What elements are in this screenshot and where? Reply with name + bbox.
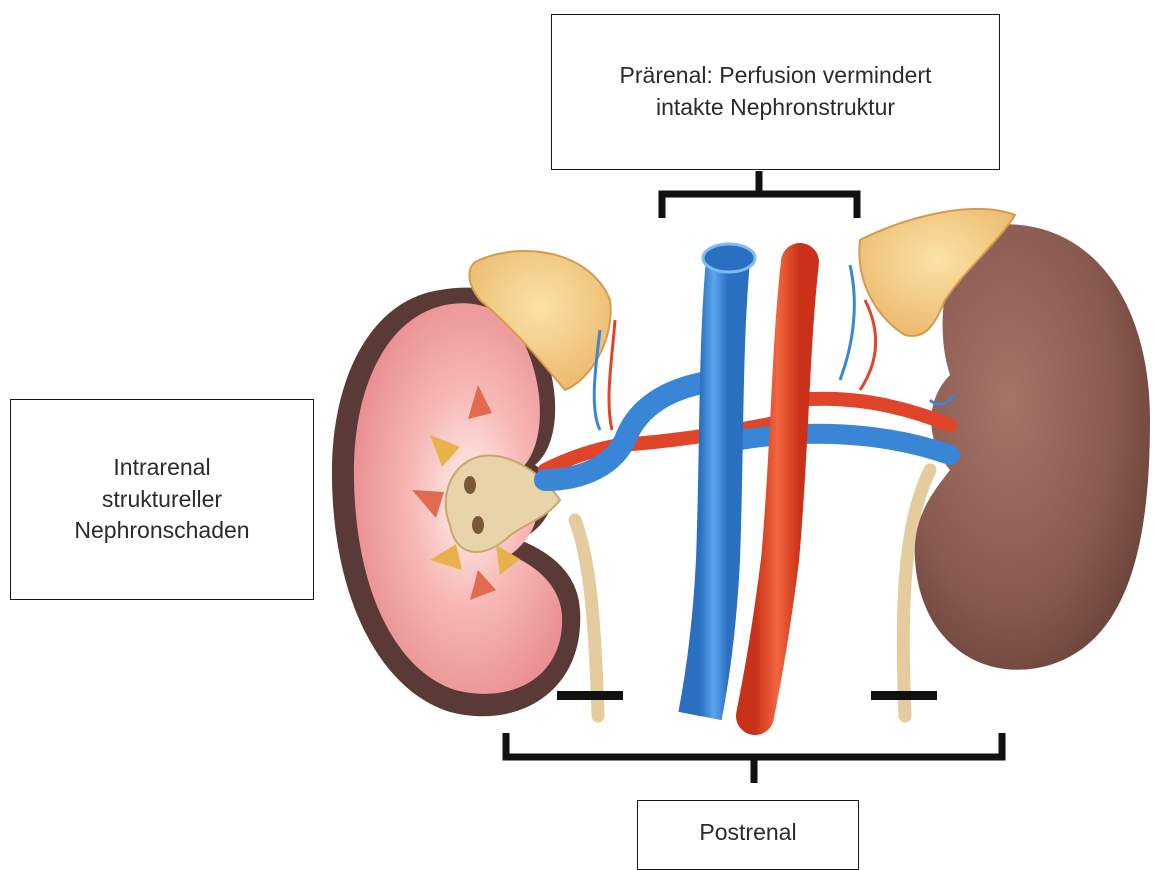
postrenal-bracket [506, 733, 1002, 783]
left-ureter-obstruction-mark [557, 691, 623, 700]
right-renal-artery [795, 399, 950, 425]
intrarenal-label-line3: Nephronschaden [74, 515, 249, 547]
postrenal-label-box: Postrenal [637, 800, 859, 870]
prerenal-bracket [662, 171, 857, 218]
intrarenal-label-line1: Intrarenal [74, 452, 249, 484]
prerenal-label-line1: Prärenal: Perfusion vermindert [620, 60, 932, 92]
prerenal-label-box: Prärenal: Perfusion vermindert intakte N… [551, 14, 1000, 170]
prerenal-label-line2: intakte Nephronstruktur [620, 92, 932, 124]
intrarenal-label-line2: struktureller [74, 484, 249, 516]
right-ureter-obstruction-mark [871, 691, 937, 700]
vena-cava-opening [703, 244, 755, 272]
inferior-vena-cava [700, 260, 728, 716]
intrarenal-label-box: Intrarenal struktureller Nephronschaden [10, 399, 314, 600]
aorta [755, 262, 800, 716]
postrenal-label: Postrenal [699, 817, 796, 849]
